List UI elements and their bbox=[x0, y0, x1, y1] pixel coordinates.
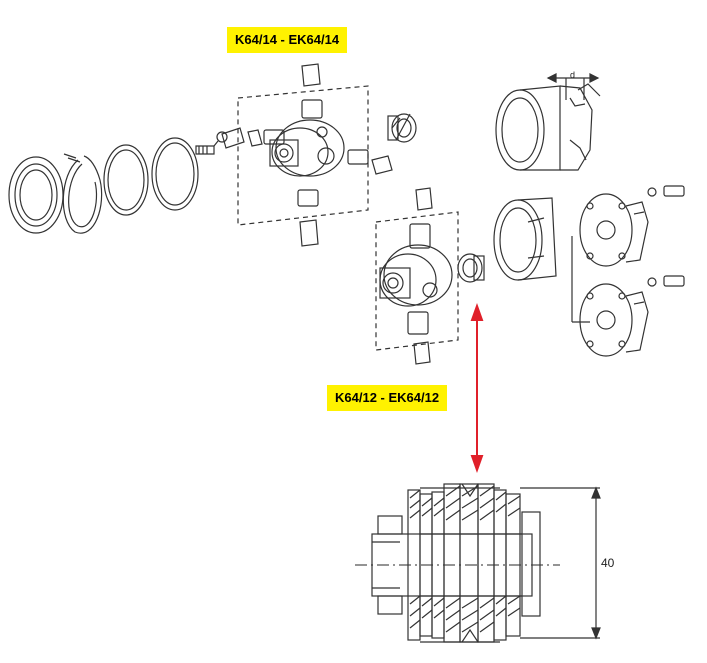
bottom-cross-body bbox=[379, 223, 453, 335]
seal-ring bbox=[8, 156, 64, 234]
top-bearing-cups bbox=[221, 63, 393, 247]
flange-yoke-upper bbox=[579, 193, 649, 267]
dimension-40-label: 40 bbox=[601, 556, 615, 570]
section-view bbox=[355, 483, 560, 643]
label-bottom-model: K64/12 - EK64/12 bbox=[327, 385, 448, 411]
dimension-40 bbox=[520, 486, 601, 640]
dimension-d-label: d bbox=[570, 70, 576, 80]
double-headed-arrow-icon bbox=[470, 303, 484, 473]
bottom-cross-dashed-box bbox=[375, 211, 459, 351]
o-ring-2 bbox=[151, 137, 199, 211]
bolts bbox=[647, 185, 685, 287]
grease-nipple bbox=[195, 131, 228, 155]
flange-yoke-lower bbox=[579, 283, 649, 357]
bottom-bearing-cups bbox=[413, 187, 433, 365]
top-cross-body bbox=[263, 99, 369, 207]
snap-ring bbox=[62, 153, 103, 234]
yoke-top bbox=[495, 83, 601, 171]
top-bushing bbox=[387, 113, 417, 143]
top-cross-dashed-box bbox=[237, 85, 369, 226]
yoke-middle bbox=[493, 197, 557, 281]
dimension-d bbox=[546, 73, 600, 100]
bracket-lines bbox=[571, 236, 590, 323]
bottom-bushing bbox=[457, 253, 485, 283]
o-ring-1 bbox=[103, 144, 149, 216]
label-top-model: K64/14 - EK64/14 bbox=[227, 27, 348, 53]
